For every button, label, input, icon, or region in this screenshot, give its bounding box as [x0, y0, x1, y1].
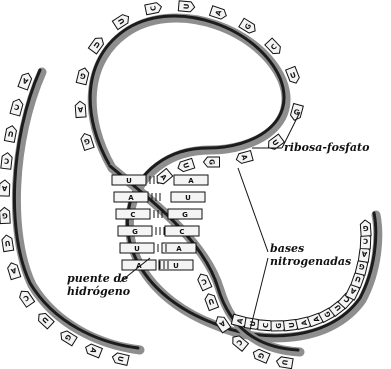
pair-right-letter: A [176, 245, 182, 253]
base-G-right: G [251, 348, 270, 363]
pair-left-letter: G [132, 228, 138, 236]
base-A-loop: A [235, 151, 253, 165]
base-pair-U-A: UA [120, 243, 196, 253]
base-A-loop: A [75, 101, 86, 118]
label-nitrogenous-bases: bases nitrogenadas [270, 242, 351, 268]
base-C-left: C [1, 152, 13, 169]
pair-left-letter: U [126, 177, 132, 185]
base-U-left: U [111, 352, 129, 365]
base-U-right: U [276, 356, 293, 368]
pair-right-letter: A [188, 177, 194, 185]
pair-right-letter: U [185, 194, 191, 202]
leader-bases-2 [250, 258, 268, 330]
base-G-loop: G [203, 157, 219, 167]
base-U-left: U [4, 125, 17, 143]
label-bases-line2: nitrogenadas [270, 255, 351, 268]
base-G-left: G [0, 207, 10, 223]
base-letter: A [1, 184, 7, 192]
base-A-left: A [18, 71, 33, 89]
base-letter: C [262, 323, 270, 329]
pair-right-letter: U [173, 262, 179, 270]
base-U-left: U [1, 234, 13, 251]
base-U-loop: U [178, 1, 195, 12]
base-U-right: U [204, 292, 219, 310]
base-pair-A-U: AU [114, 192, 205, 202]
label-bases-line1: bases [270, 242, 351, 255]
base-letter: G [275, 323, 283, 329]
leader-bases-1 [238, 168, 268, 252]
base-A-left: A [6, 261, 20, 279]
pair-right-letter: G [182, 211, 188, 219]
pair-left-letter: A [128, 194, 134, 202]
base-letter: C [363, 237, 368, 245]
label-hbond-line1: puente de [67, 272, 130, 285]
base-letter: C [4, 156, 10, 165]
base-A-loop: A [210, 6, 228, 21]
base-pair-A-U: AU [122, 260, 193, 270]
base-G-bottom: G [360, 220, 371, 237]
pair-right-letter: C [179, 228, 184, 236]
base-C-left: C [10, 98, 24, 116]
label-hbond-line2: hidrógeno [67, 285, 130, 298]
base-G-loop: G [76, 67, 90, 85]
label-hydrogen-bond: puente de hidrógeno [67, 272, 130, 298]
base-letter: G [1, 211, 7, 219]
pair-left-letter: U [134, 245, 140, 253]
base-U-loop: U [286, 66, 301, 85]
base-letter: G [362, 224, 369, 232]
base-G-loop: G [80, 132, 94, 150]
base-U-loop: U [176, 158, 194, 172]
label-ribose-phosphate: ribosa-fosfato [284, 141, 369, 154]
pair-left-letter: C [130, 211, 135, 219]
base-pair-G-C: GC [118, 226, 199, 236]
base-letter: U [182, 3, 190, 10]
base-A-left: A [84, 343, 103, 358]
base-letter: G [207, 159, 215, 165]
base-C-loop: C [145, 2, 163, 15]
base-A-left: A [0, 180, 10, 196]
